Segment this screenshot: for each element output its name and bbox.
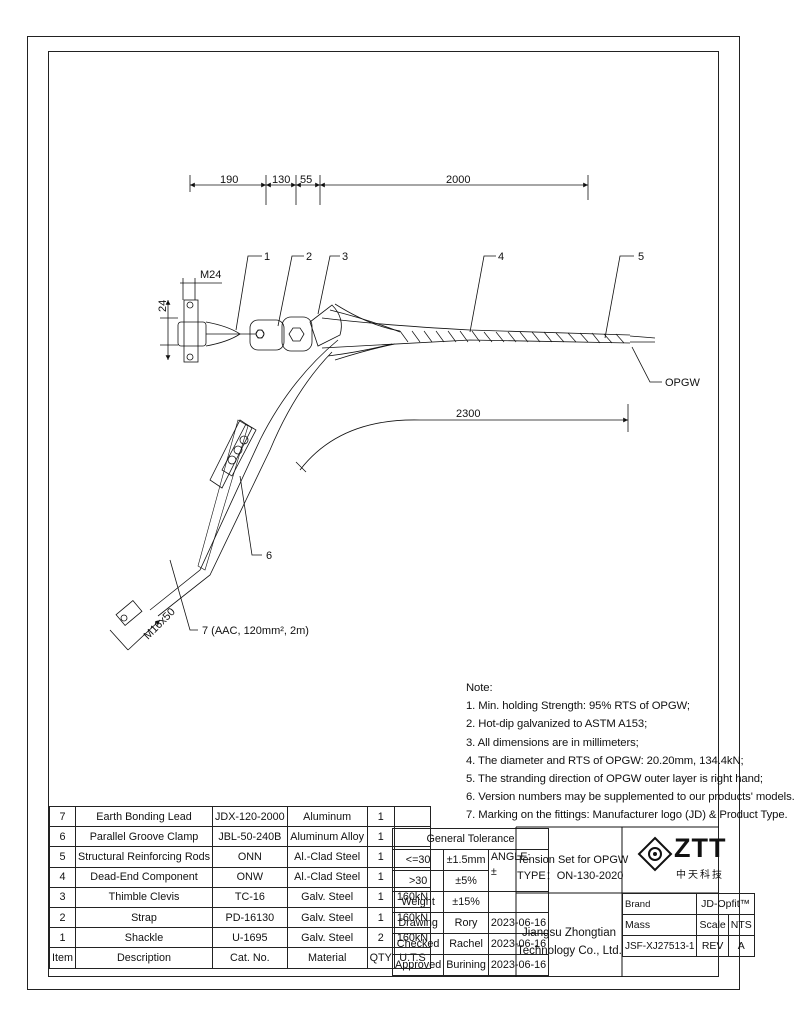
bom-desc: Shackle [74,927,214,949]
drawing-border-inner [48,51,719,977]
callout-4: 4 [498,251,504,263]
note-item: 1. Min. holding Strength: 95% RTS of OPG… [466,700,690,713]
bom-desc: Strap [74,906,214,929]
dim-24: 24 [157,300,169,312]
note-item: 3. All dimensions are in millimeters; [466,736,639,749]
signoff-role: Drawing [391,912,445,934]
tol-angle-value: ± [490,866,497,878]
bom-mat: Galv. Steel [286,886,368,908]
tol-angle-label: ANGLE: [490,851,531,863]
callout-6: 6 [266,550,272,562]
company-line2: Technology Co., Ltd. [517,945,622,957]
product-title-line1: Tension Set for OPGW [517,854,629,866]
dim-2300: 2300 [456,408,480,420]
note-item: 6. Version numbers may be supplemented t… [466,791,795,804]
rev-value: A [727,935,755,957]
note-item: 5. The stranding direction of OPGW outer… [466,773,763,786]
scale-value: NTS [727,914,755,936]
signoff-date: 2023-06-16 [487,933,550,955]
drawing-number: JSF-XJ27513-1 [621,935,698,957]
rev-label: REV [696,935,729,957]
scale-label: Scale [696,914,729,936]
bom-header-item: Item [49,947,76,969]
company-line1: Jiangsu Zhongtian [522,927,616,939]
product-title: Tension Set for OPGW TYPE：ON-130-2020 [517,852,629,884]
callout-7: 7 (AAC, 120mm², 2m) [202,625,309,637]
brand-label: Brand [621,893,698,915]
logo-text: ZTT [674,833,727,863]
assembly-drawing: 190 130 55 2000 2300 M24 24 M16x50 1 2 3… [109,174,700,651]
bom-mat: Aluminum [286,805,368,828]
bom-qty: 1 [366,805,395,828]
dim-55: 55 [300,174,312,186]
mass-label: Mass [621,914,698,936]
bom-header-mat: Material [286,947,368,969]
signoff-name: Rachel [443,933,489,955]
tol-range: >30 [391,870,445,892]
drawing-border-outer [27,36,740,990]
signoff-date: 2023-06-16 [487,954,550,976]
dim-m24: M24 [200,269,221,281]
dim-2000: 2000 [446,174,470,186]
logo-subtext: 中天科技 [676,870,724,881]
notes-title: Note: [466,682,493,694]
brand-value: JD-Opfit™ [696,893,755,915]
signoff-role: Approved [391,954,445,976]
callout-1: 1 [264,251,270,263]
note-item: 2. Hot-dip galvanized to ASTM A153; [466,718,648,731]
tol-value: ±5% [443,870,489,892]
dim-190: 190 [220,174,238,186]
note-item: 7. Marking on the fittings: Manufacturer… [466,809,788,822]
signoff-role: Checked [391,933,445,955]
notes-block: Note: 1. Min. holding Strength: 95% RTS … [466,679,795,825]
ztt-logo-icon [637,836,673,872]
bom-desc: Parallel Groove Clamp [74,826,214,848]
signoff-name: Burining [443,954,489,976]
tol-value: ±15% [443,891,489,913]
tol-range: <=30 [391,849,445,871]
note-item: 4. The diameter and RTS of OPGW: 20.20mm… [466,754,744,767]
company-name: Jiangsu Zhongtian Technology Co., Ltd. [517,924,622,960]
product-type: TYPE：ON-130-2020 [517,870,624,882]
callout-3: 3 [342,251,348,263]
callout-opgw: OPGW [665,377,700,389]
bom-header-desc: Description [74,947,214,969]
title-block-frame [515,826,719,977]
callout-5: 5 [638,251,644,263]
dim-130: 130 [272,174,290,186]
callout-2: 2 [306,251,312,263]
